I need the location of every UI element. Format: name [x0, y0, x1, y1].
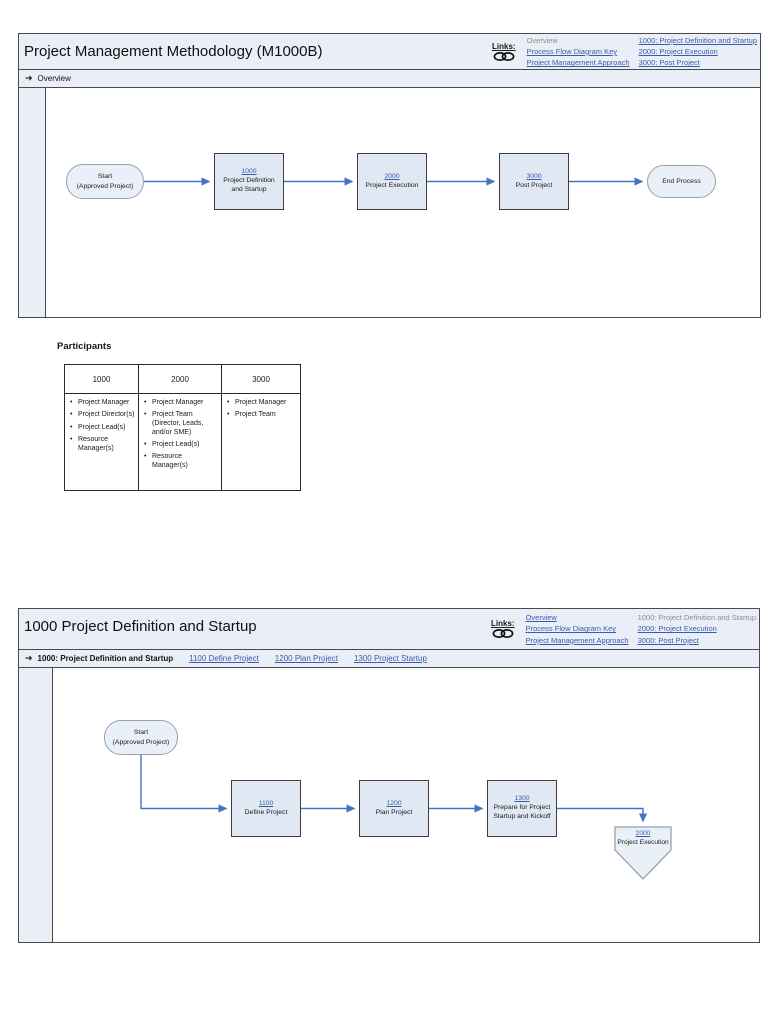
- links-label-wrap: Links:: [490, 36, 518, 67]
- links-label: Links:: [492, 41, 516, 51]
- links-column-1: Overview Process Flow Diagram Key Projec…: [526, 35, 630, 68]
- overview-panel: Project Management Methodology (M1000B) …: [18, 33, 761, 318]
- process-box-1200-link[interactable]: 1200: [386, 799, 402, 807]
- participant-item: Resource Manager(s): [67, 436, 136, 454]
- links-column-2: 1000: Project Definition and Startup 200…: [638, 611, 756, 647]
- link-3000-post-project[interactable]: 3000: Post Project: [637, 635, 699, 645]
- participant-item: Project Manager: [141, 399, 219, 408]
- tab-1000-current: 1000: Project Definition and Startup: [37, 654, 174, 663]
- link-overview: Overview: [526, 35, 558, 45]
- detail-page-title: 1000 Project Definition and Startup: [24, 618, 257, 635]
- offpage-connector-shape: [614, 826, 672, 880]
- link-process-flow-diagram-key[interactable]: Process Flow Diagram Key: [525, 624, 617, 634]
- process-box-1100-link[interactable]: 1100: [258, 799, 274, 807]
- tab-link-1100-define-project[interactable]: 1100 Define Project: [189, 654, 259, 663]
- process-box-3000: 3000 Post Project: [499, 153, 569, 210]
- offpage-2000-link[interactable]: 2000: [635, 830, 651, 837]
- offpage-connector-2000: 2000 Project Execution: [614, 826, 672, 880]
- participants-list-3000: Project Manager Project Team: [224, 399, 298, 420]
- participants-header-row: 1000 2000 3000: [64, 364, 301, 394]
- participants-body-row: Project Manager Project Director(s) Proj…: [64, 393, 301, 491]
- page-title: Project Management Methodology (M1000B): [24, 43, 323, 60]
- start-node-line1: Start: [97, 173, 113, 181]
- link-1000-project-definition: 1000: Project Definition and Startup: [637, 613, 756, 623]
- process-box-2000-label: Project Execution: [365, 181, 419, 189]
- participant-item: Project Manager: [224, 399, 298, 408]
- links-label-wrap: Links:: [489, 611, 517, 647]
- participants-list-2000: Project Manager Project Team (Director, …: [141, 399, 219, 471]
- link-3000-post-project[interactable]: 3000: Post Project: [638, 58, 700, 68]
- process-box-1300-link[interactable]: 1300: [514, 795, 530, 803]
- tab-link-1300-project-startup[interactable]: 1300 Project Startup: [353, 654, 427, 663]
- participant-item: Resource Manager(s): [141, 453, 219, 471]
- participant-item: Project Director(s): [67, 411, 136, 420]
- link-2000-project-execution[interactable]: 2000: Project Execution: [637, 624, 717, 634]
- links-block: Links: Overview Process Flow Diagram Key…: [490, 34, 760, 69]
- participants-col-2000-cell: Project Manager Project Team (Director, …: [138, 393, 222, 491]
- overview-panel-header: Project Management Methodology (M1000B) …: [19, 34, 760, 70]
- links-column-2: 1000: Project Definition and Startup 200…: [638, 35, 757, 68]
- process-box-1000-link[interactable]: 1000: [241, 168, 257, 176]
- process-box-3000-label: Post Project: [515, 181, 553, 189]
- process-box-1300: 1300 Prepare for Project Startup and Kic…: [487, 780, 557, 837]
- links-label: Links:: [491, 619, 515, 628]
- process-box-1200: 1200 Plan Project: [359, 780, 429, 837]
- participants-col-3000-header: 3000: [221, 364, 301, 394]
- process-box-3000-link[interactable]: 3000: [526, 172, 542, 180]
- links-column-1: Overview Process Flow Diagram Key Projec…: [526, 611, 629, 647]
- participant-item: Project Team: [224, 411, 298, 420]
- start-node-line2: (Approved Project): [76, 182, 134, 190]
- detail-panel-header: 1000 Project Definition and Startup Link…: [19, 609, 759, 650]
- process-box-1000: 1000 Project Definition and Startup: [214, 153, 284, 210]
- diagram-left-band: [19, 88, 46, 317]
- links-chain-icon: [493, 51, 515, 61]
- link-overview[interactable]: Overview: [525, 613, 557, 623]
- participants-list-1000: Project Manager Project Director(s) Proj…: [67, 399, 136, 453]
- participant-item: Project Manager: [67, 399, 136, 408]
- start-node: Start (Approved Project): [104, 720, 178, 755]
- participant-item: Project Lead(s): [141, 441, 219, 450]
- detail-panel: 1000 Project Definition and Startup Link…: [18, 608, 760, 943]
- participants-col-1000-header: 1000: [64, 364, 139, 394]
- process-box-1100: 1100 Define Project: [231, 780, 301, 837]
- process-box-2000: 2000 Project Execution: [357, 153, 427, 210]
- overview-tabbar: ➔ Overview: [19, 70, 760, 88]
- participants-table: 1000 2000 3000 Project Manager Project D…: [64, 364, 301, 491]
- link-process-flow-diagram-key[interactable]: Process Flow Diagram Key: [526, 46, 618, 56]
- process-box-1300-label: Prepare for Project Startup and Kickoff: [493, 804, 551, 820]
- link-2000-project-execution[interactable]: 2000: Project Execution: [638, 46, 718, 56]
- link-project-management-approach[interactable]: Project Management Approach: [525, 635, 629, 645]
- participants-col-1000-cell: Project Manager Project Director(s) Proj…: [64, 393, 139, 491]
- participants-col-2000-header: 2000: [138, 364, 222, 394]
- tab-arrow-icon: ➔: [25, 653, 33, 663]
- diagram-left-band: [19, 668, 53, 942]
- start-node: Start (Approved Project): [66, 164, 144, 199]
- offpage-2000-label: Project Execution: [617, 838, 669, 846]
- process-box-1200-label: Plan Project: [375, 808, 413, 816]
- link-project-management-approach[interactable]: Project Management Approach: [526, 58, 630, 68]
- tab-overview: Overview: [37, 74, 71, 83]
- process-box-1100-label: Define Project: [244, 808, 288, 816]
- link-1000-project-definition[interactable]: 1000: Project Definition and Startup: [638, 35, 757, 45]
- process-box-1000-label: Project Definition and Startup: [223, 177, 275, 193]
- participant-item: Project Lead(s): [67, 424, 136, 433]
- links-block: Links: Overview Process Flow Diagram Key…: [489, 609, 759, 649]
- end-node-label: End Process: [662, 177, 701, 185]
- participant-item: Project Team (Director, Leads, and/or SM…: [141, 411, 219, 437]
- overview-diagram-area: Start (Approved Project) 1000 Project De…: [19, 88, 760, 317]
- start-node-line2: (Approved Project): [112, 738, 170, 746]
- tab-arrow-icon: ➔: [25, 73, 33, 83]
- start-node-line1: Start: [133, 729, 149, 737]
- detail-diagram-area: Start (Approved Project) 1100 Define Pro…: [19, 668, 759, 942]
- links-chain-icon: [492, 629, 514, 638]
- offpage-connector-text: 2000 Project Execution: [614, 830, 672, 847]
- detail-tabbar: ➔ 1000: Project Definition and Startup 1…: [19, 650, 759, 668]
- tab-link-1200-plan-project[interactable]: 1200 Plan Project: [274, 654, 338, 663]
- participants-col-3000-cell: Project Manager Project Team: [221, 393, 301, 491]
- end-node: End Process: [647, 165, 716, 198]
- participants-heading: Participants: [57, 341, 112, 352]
- process-box-2000-link[interactable]: 2000: [384, 172, 400, 180]
